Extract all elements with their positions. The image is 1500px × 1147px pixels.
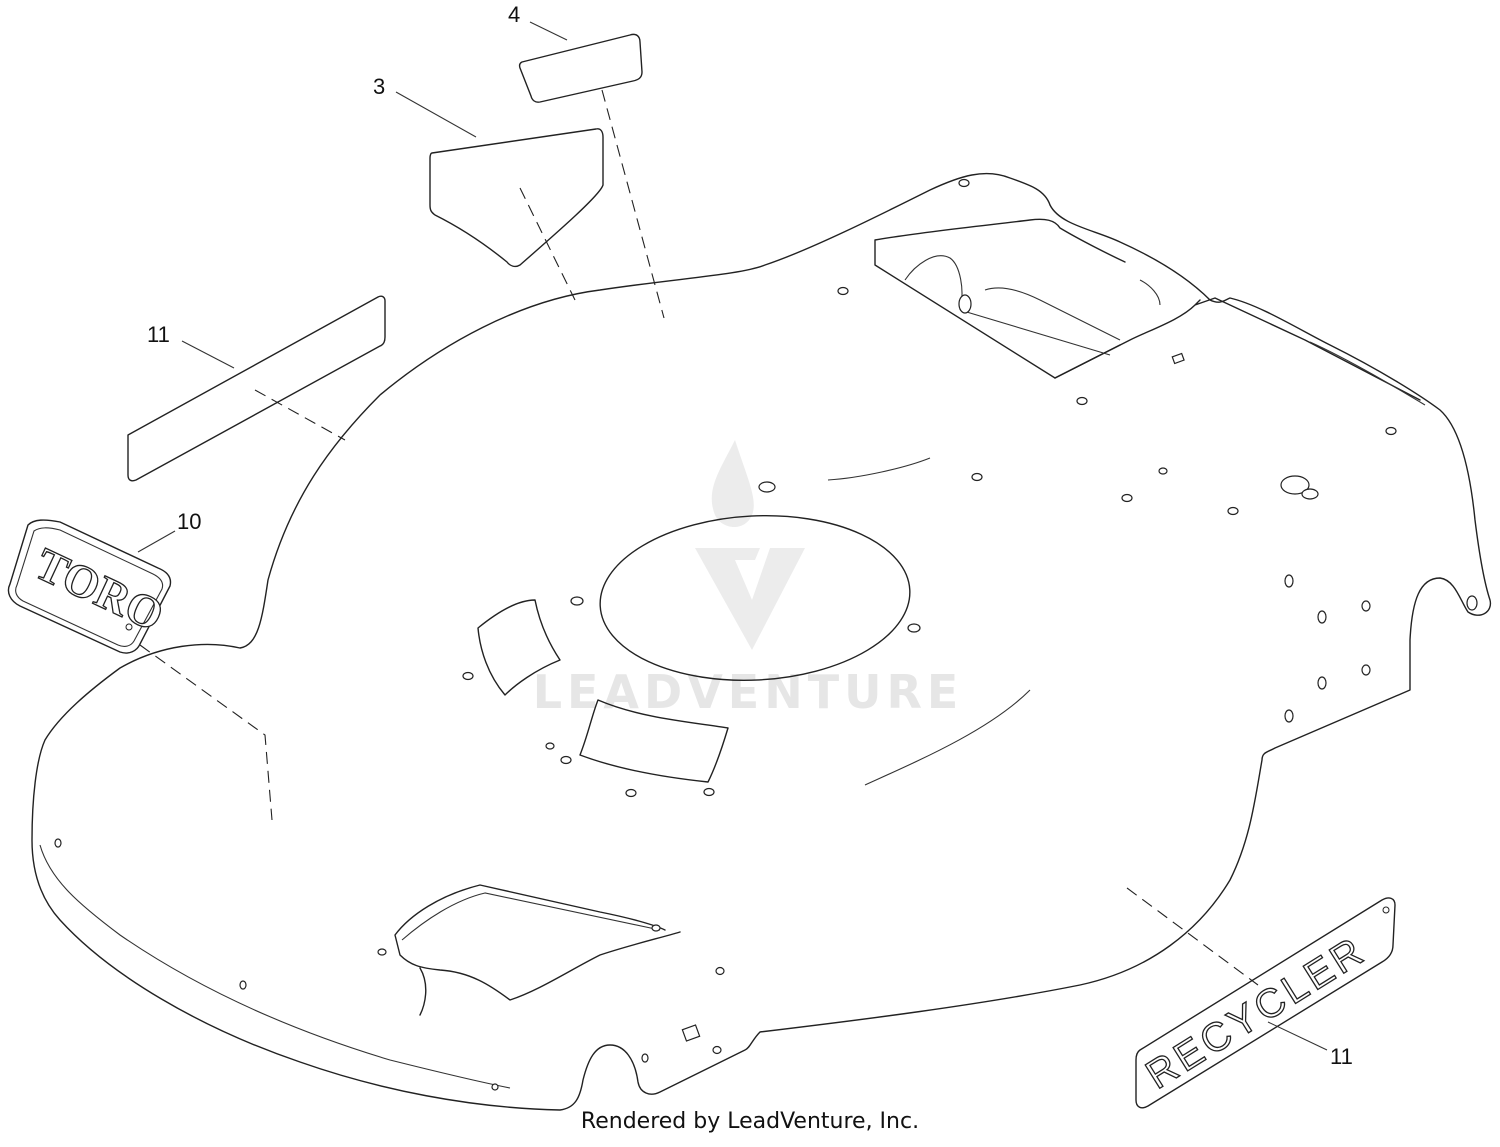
- watermark: LEADVENTURE: [533, 440, 964, 719]
- deck-outline: [31, 172, 1492, 1111]
- decal-11-side[interactable]: [127, 295, 386, 482]
- rear-discharge-housing: [874, 218, 1126, 379]
- watermark-flame-icon: [711, 440, 754, 528]
- watermark-v-icon: [695, 548, 805, 650]
- assembly-lines: [139, 89, 1259, 986]
- deck-swirl-top: [827, 457, 931, 481]
- decal-3[interactable]: [429, 128, 604, 268]
- leader-10-dashed: [139, 644, 273, 821]
- toro-logo-text: TORO: [28, 538, 172, 641]
- front-chute-lip: [401, 892, 661, 941]
- watermark-text: LEADVENTURE: [533, 665, 964, 719]
- front-chute: [394, 884, 681, 1016]
- decal-4[interactable]: [518, 33, 643, 103]
- callout-leaders: [137, 21, 1328, 1051]
- callout-4: 4: [508, 2, 520, 27]
- leader-11-side-dashed: [254, 389, 346, 441]
- deck-front-edge: [39, 844, 511, 1089]
- callout-3: 3: [373, 74, 385, 99]
- decal-11-recycler[interactable]: RECYCLER: [1135, 897, 1396, 1109]
- leader-4-dashed: [601, 89, 665, 319]
- deck-swirl-bottom: [864, 689, 1031, 786]
- discharge-bolt-hole: [958, 294, 972, 314]
- decal-10-toro[interactable]: TORO: [7, 519, 172, 654]
- baffle-window-left: [477, 599, 561, 696]
- leader-11-recycler-dashed: [1126, 887, 1259, 986]
- rear-discharge-opening: [904, 255, 1161, 356]
- callout-11-top: 11: [147, 322, 170, 347]
- render-credit: Rendered by LeadVenture, Inc.: [580, 1109, 920, 1134]
- callout-10: 10: [177, 509, 201, 534]
- motor-opening: [599, 515, 911, 681]
- callout-11-bottom: 11: [1330, 1044, 1353, 1069]
- deck-mounting-holes: [54, 178, 1478, 1091]
- deck-rear-plate: [1054, 297, 1421, 401]
- mower-deck: [31, 172, 1492, 1111]
- leader-3-dashed: [519, 187, 576, 301]
- baffle-window-right: [579, 699, 729, 783]
- deck-rear-plate-edge: [1309, 341, 1426, 406]
- recycler-logo-text: RECYCLER: [1138, 928, 1373, 1098]
